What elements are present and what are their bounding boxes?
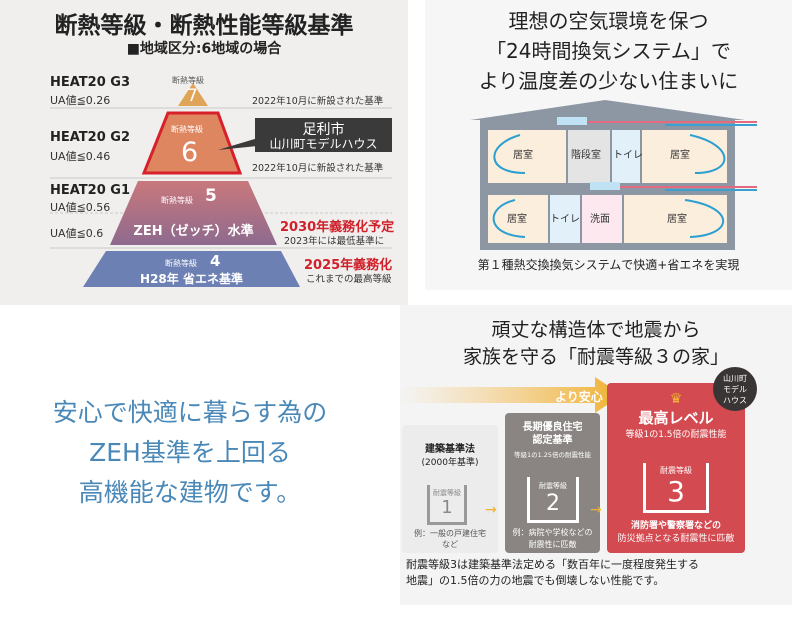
room-label: 居室 — [670, 150, 690, 161]
title-line: 頑丈な構造体で地震から — [491, 319, 701, 341]
slogan-line: 高機能な建物です。 — [78, 478, 302, 507]
level-6-shape — [141, 111, 243, 175]
callout-city: 足利市 — [302, 122, 345, 138]
callout-pointer — [218, 138, 258, 150]
h28-label: H28年 省エネ基準 — [140, 272, 243, 286]
level-3-sub: 等級1の1.5倍の耐震性能 — [625, 430, 727, 440]
g3-note: 2022年10月に新設された基準 — [252, 96, 384, 107]
model-house-badge: 山川町モデルハウス — [713, 367, 757, 411]
house-icon — [643, 463, 709, 513]
seismic-panel: 頑丈な構造体で地震から 家族を守る「耐震等級３の家」 より安心 建築基準法 (2… — [400, 305, 792, 605]
level-1-head: 建築基準法 — [425, 444, 475, 455]
heat-g3: HEAT20 G3 — [50, 75, 131, 90]
ua-g1: UA値≦0.56 — [50, 201, 111, 214]
seismic-title: 頑丈な構造体で地震から 家族を守る「耐震等級３の家」 — [400, 317, 792, 371]
level-2-head: 長期優良住宅認定基準 — [505, 421, 600, 447]
level-3-box — [607, 383, 745, 553]
grade-label: 断熱等級 — [161, 196, 193, 205]
slogan-line: ZEH基準を上回る — [89, 438, 291, 467]
ventilation-caption: 第１種熱交換換気システムで快適+省エネを実現 — [477, 258, 740, 272]
level-3-example: 消防署や警察署などの防災拠点となる耐震性に匹敵 — [607, 520, 745, 546]
ua-g3: UA値≦0.26 — [50, 94, 111, 107]
grade-3: 3 — [667, 475, 685, 508]
badge-line: モデル — [723, 385, 747, 394]
grade-label: 断熱等級 — [172, 76, 204, 85]
ua-g2: UA値≦0.46 — [50, 150, 111, 163]
ua-zeh: UA値≦0.6 — [50, 227, 104, 240]
arrow-right-icon: → — [590, 502, 602, 518]
seismic-footer: 耐震等級3は建築基準法定める「数百年に一度程度発生する地震」の1.5倍の力の地震… — [406, 557, 699, 589]
g2-note: 2022年10月に新設された基準 — [252, 163, 384, 174]
zeh-mandatory: 2030年義務化予定 — [280, 220, 395, 235]
level-3-head: 最高レベル — [638, 409, 714, 427]
example-line: 消防署や警察署などの — [630, 521, 721, 531]
room-label: 居室 — [513, 150, 533, 161]
arrow-label: より安心 — [555, 390, 603, 404]
head-line: 長期優良住宅 — [522, 422, 583, 433]
zeh-label: ZEH（ゼッチ）水準 — [133, 224, 254, 239]
room-label: 階段室 — [571, 150, 601, 161]
title-line: 「24時間換気システム」で — [486, 39, 731, 63]
head-line: 認定基準 — [532, 435, 573, 446]
insulation-panel: 断熱等級・断熱性能等級基準 ■地域区分:6地域の場合 HEAT20 G3 UA値… — [0, 0, 408, 305]
level-1-box — [402, 425, 498, 553]
slogan: 安心で快適に暮らす為の ZEH基準を上回る 高機能な建物です。 — [0, 393, 380, 513]
grade-1: 1 — [441, 497, 453, 518]
room-label: 洗面 — [590, 214, 610, 225]
house-label: 耐震等級 — [433, 489, 461, 497]
house-icon — [527, 477, 579, 523]
title-line: 理想の空気環境を保つ — [508, 9, 709, 33]
level-1-sub: (2000年基準) — [421, 458, 479, 468]
house-icon — [427, 485, 467, 525]
example-line: 耐震性に匹敵 — [528, 540, 577, 549]
house-diagram — [470, 100, 757, 250]
level-2-example: 例：病院や学校などの耐震性に匹敵 — [505, 527, 600, 551]
level-2-sub: 等級1の1.25倍の耐震性能 — [513, 451, 592, 459]
grade-7: 7 — [187, 86, 198, 106]
crown-icon: ♛ — [669, 391, 683, 407]
badge-line: ハウス — [723, 396, 747, 405]
house-label: 耐震等級 — [660, 466, 692, 475]
title-line: より温度差の少ない住まいに — [478, 69, 739, 93]
level-7-shape — [178, 83, 208, 106]
example-line: 例：一般の戸建住宅 — [414, 529, 486, 538]
heat-g1: HEAT20 G1 — [50, 183, 131, 198]
room-label: トイレ — [550, 214, 580, 225]
example-line: 防災拠点となる耐震性に匹敵 — [617, 534, 735, 544]
room-label: トイレ — [613, 150, 643, 161]
level-5-shape — [110, 181, 277, 245]
level-2-box — [505, 413, 600, 553]
footer-line: 地震」の1.5倍の力の地震でも倒壊しない性能です。 — [406, 574, 665, 587]
level-1-example: 例：一般の戸建住宅など — [402, 528, 498, 550]
ventilation-panel: 理想の空気環境を保つ 「24時間換気システム」で より温度差の少ない住まいに 居… — [425, 0, 792, 290]
insulation-subtitle: ■地域区分:6地域の場合 — [126, 41, 282, 57]
grade-4: 4 — [210, 252, 221, 270]
pyramid — [50, 83, 392, 287]
insulation-title: 断熱等級・断熱性能等級基準 — [54, 13, 354, 39]
arrow-right-icon: → — [485, 502, 497, 518]
grade-5: 5 — [205, 186, 217, 206]
footer-line: 耐震等級3は建築基準法定める「数百年に一度程度発生する — [406, 558, 699, 571]
room-label: 居室 — [507, 214, 527, 225]
grade-label: 断熱等級 — [165, 259, 197, 268]
level-4-shape — [83, 251, 300, 287]
example-line: など — [442, 540, 458, 549]
zeh-note: 2023年には最低基準に — [284, 236, 385, 247]
grade-6: 6 — [181, 137, 199, 168]
callout-house: 山川町モデルハウス — [269, 137, 378, 151]
arrow-more-safe — [400, 377, 622, 413]
example-line: 例：病院や学校などの — [512, 528, 593, 537]
grade-2: 2 — [546, 491, 560, 516]
h28-mandatory: 2025年義務化 — [304, 258, 393, 273]
ventilation-title: 理想の空気環境を保つ 「24時間換気システム」で より温度差の少ない住まいに — [425, 6, 792, 96]
h28-note: これまでの最高等級 — [306, 274, 392, 285]
title-line: 家族を守る「耐震等級３の家」 — [462, 346, 729, 368]
room-label: 居室 — [667, 214, 687, 225]
grade-label: 断熱等級 — [171, 125, 203, 134]
house-label: 耐震等級 — [539, 482, 567, 490]
badge-line: 山川町 — [723, 374, 747, 383]
heat-g2: HEAT20 G2 — [50, 130, 131, 145]
callout-box — [255, 118, 392, 152]
slogan-line: 安心で快適に暮らす為の — [52, 398, 328, 427]
